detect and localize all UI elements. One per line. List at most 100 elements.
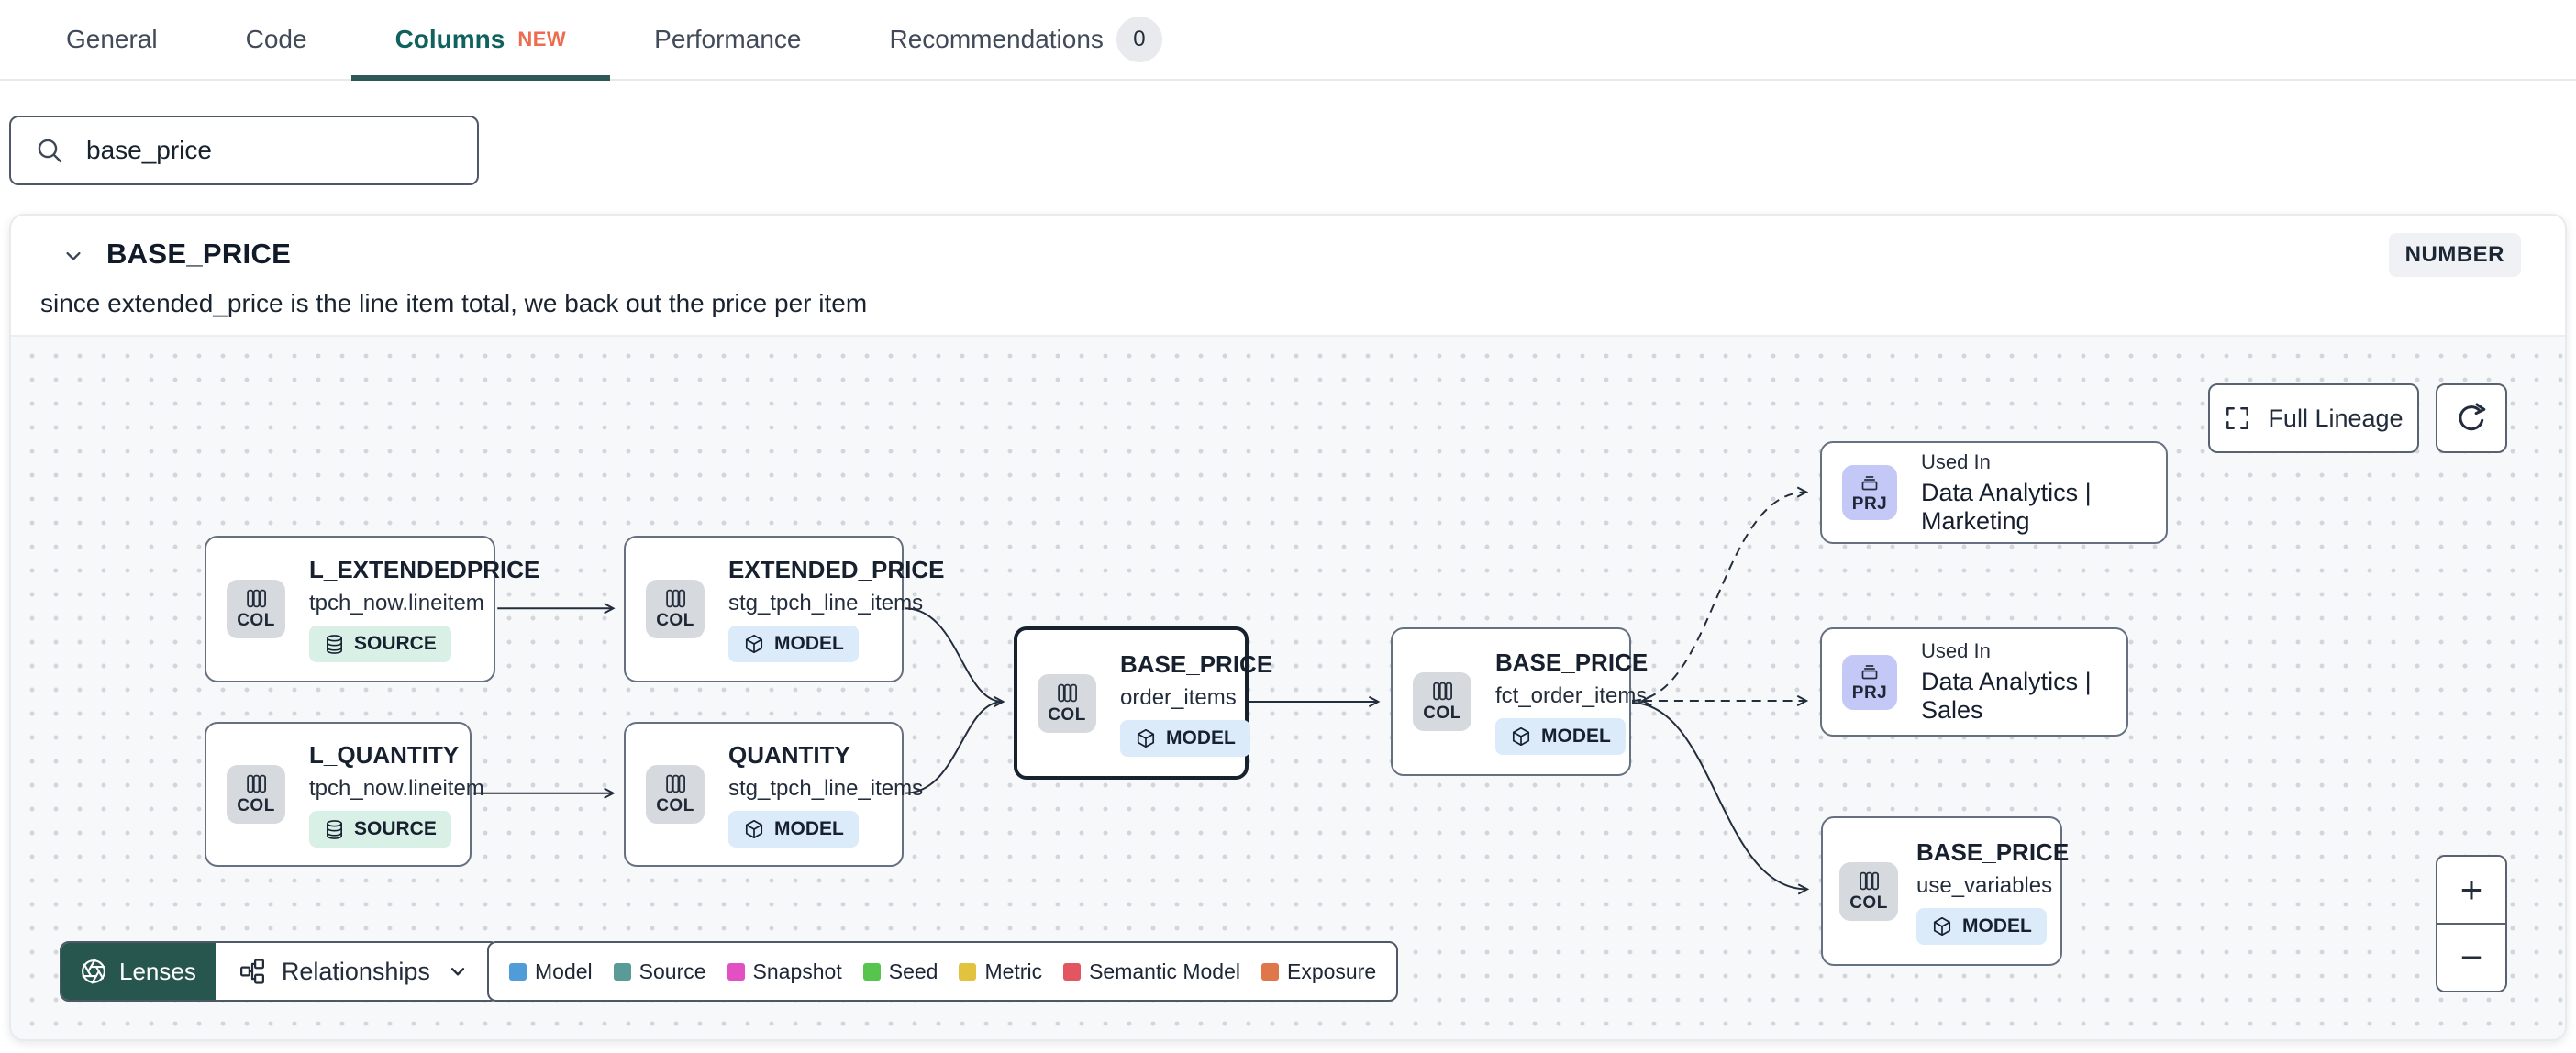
chip-label: COL [656, 796, 694, 815]
node-subtitle: tpch_now.lineitem [309, 591, 484, 615]
node-kicker: Used In [1921, 449, 1991, 473]
zoom-out-button[interactable]: − [2437, 923, 2505, 991]
lineage-node-quantity[interactable]: COL QUANTITY stg_tpch_line_items MODEL [624, 722, 923, 867]
legend-swatch [862, 962, 881, 981]
node-subtitle: use_variables [1916, 872, 2053, 898]
project-chip: PRJ [1842, 465, 1897, 520]
column-type-badge: NUMBER [2388, 233, 2521, 277]
node-title: BASE_PRICE [1120, 649, 1273, 678]
node-kicker: Used In [1921, 639, 1991, 662]
lineage-node-base-price-use-variables[interactable]: COL BASE_PRICE use_variables MODEL [1821, 816, 2069, 966]
tab-label: Recommendations [889, 25, 1104, 53]
archive-icon [1861, 475, 1878, 490]
tab-general[interactable]: General [22, 0, 202, 79]
zoom-in-button[interactable]: + [2437, 857, 2505, 923]
tab-label: Performance [654, 25, 802, 53]
archive-icon [1861, 665, 1878, 680]
chip-label: COL [1048, 704, 1086, 725]
lineage-node-l-extendedprice[interactable]: COL L_EXTENDEDPRICE tpch_now.lineitem SO… [205, 536, 539, 682]
column-panel: BASE_PRICE NUMBER since extended_price i… [9, 214, 2567, 1041]
tab-label: General [66, 25, 158, 53]
cube-icon [1512, 726, 1530, 747]
legend-item-snapshot: Snapshot [727, 959, 842, 984]
legend-item-seed: Seed [862, 959, 938, 984]
lineage-node-exposure-sales[interactable]: PRJ Used In Data Analytics | Sales [1820, 627, 2128, 737]
search-icon [38, 139, 62, 163]
columns-icon [1432, 682, 1452, 701]
column-chip: COL [227, 580, 285, 638]
search-row [9, 116, 479, 185]
active-tab-underline [350, 75, 611, 81]
lineage-node-base-price-order-items[interactable]: COL BASE_PRICE order_items MODEL [1014, 626, 1272, 780]
tab-recommendations[interactable]: Recommendations 0 [845, 0, 1205, 79]
column-chip: COL [646, 765, 705, 824]
resource-badge: SOURCE [309, 626, 451, 662]
tab-performance[interactable]: Performance [610, 0, 845, 79]
chevron-down-icon [66, 251, 81, 260]
relationships-icon [239, 959, 264, 984]
columns-icon [1859, 871, 1879, 890]
node-subtitle: fct_order_items [1495, 683, 1648, 708]
lineage-node-extended-price[interactable]: COL EXTENDED_PRICE stg_tpch_line_items M… [624, 536, 945, 682]
legend-swatch [1063, 962, 1082, 981]
lenses-button[interactable]: Lenses [61, 943, 216, 1000]
refresh-icon [2459, 403, 2486, 431]
chip-label: COL [1423, 704, 1461, 723]
tab-code[interactable]: Code [202, 0, 351, 79]
node-title: BASE_PRICE [1495, 648, 1649, 676]
count-badge: 0 [1116, 17, 1162, 62]
badge-label: SOURCE [354, 633, 437, 654]
badge-label: MODEL [774, 633, 844, 654]
chip-label: COL [237, 611, 275, 630]
collapse-button[interactable] [55, 238, 92, 274]
cube-icon [745, 819, 763, 839]
project-chip: PRJ [1842, 654, 1897, 710]
column-chip: COL [1038, 673, 1096, 733]
lineage-node-l-quantity[interactable]: COL L_QUANTITY tpch_now.lineitem SOURCE [205, 722, 484, 867]
resource-badge: MODEL [728, 811, 859, 848]
badge-label: MODEL [1541, 726, 1611, 747]
node-title: EXTENDED_PRICE [728, 556, 945, 583]
node-title: Data Analytics | Sales [1921, 668, 2092, 724]
column-chip: COL [1839, 861, 1898, 921]
legend-item-model: Model [509, 959, 593, 984]
badge-label: MODEL [1962, 914, 2032, 937]
lineage-edges [473, 486, 1810, 895]
resource-badge: MODEL [1120, 719, 1250, 757]
legend-item-source: Source [613, 959, 706, 984]
full-lineage-button[interactable]: Full Lineage [2208, 383, 2419, 453]
search-box[interactable] [9, 116, 479, 185]
columns-icon [246, 774, 266, 793]
lineage-canvas[interactable]: COL L_EXTENDEDPRICE tpch_now.lineitem SO… [11, 335, 2565, 1039]
lenses-group: Lenses Relationships [60, 941, 499, 1002]
node-title: BASE_PRICE [1916, 837, 2070, 866]
resource-badge: MODEL [728, 626, 859, 662]
legend-label: Model [535, 959, 593, 983]
tab-columns[interactable]: Columns NEW [350, 0, 611, 81]
legend-item-exposure: Exposure [1261, 959, 1376, 984]
node-subtitle: order_items [1120, 684, 1237, 710]
column-name: BASE_PRICE [106, 238, 292, 270]
refresh-button[interactable] [2436, 383, 2507, 453]
lenses-label: Lenses [119, 957, 196, 985]
lineage-node-exposure-marketing[interactable]: PRJ Used In Data Analytics | Marketing [1820, 441, 2168, 544]
chip-label: PRJ [1851, 683, 1888, 703]
column-description: since extended_price is the line item to… [40, 289, 868, 317]
badge-label: MODEL [1166, 726, 1236, 748]
chevron-down-icon [450, 968, 465, 976]
tab-bar: General Code Columns NEW Performance Rec… [0, 0, 2576, 81]
node-title: L_EXTENDEDPRICE [309, 556, 540, 583]
node-title: Data Analytics | Marketing [1921, 478, 2092, 535]
legend-swatch [727, 962, 745, 981]
tab-label: Code [245, 25, 307, 53]
search-input[interactable] [84, 135, 453, 166]
node-title: L_QUANTITY [309, 741, 460, 769]
node-subtitle: tpch_now.lineitem [309, 776, 484, 801]
lineage-node-base-price-fct-order-items[interactable]: COL BASE_PRICE fct_order_items MODEL [1391, 627, 1648, 776]
legend-label: Source [638, 959, 706, 983]
cube-icon [745, 634, 763, 654]
columns-icon [1057, 683, 1077, 702]
cube-icon [1933, 916, 1951, 936]
relationships-dropdown[interactable]: Relationships [215, 943, 497, 1000]
chip-label: COL [237, 796, 275, 815]
